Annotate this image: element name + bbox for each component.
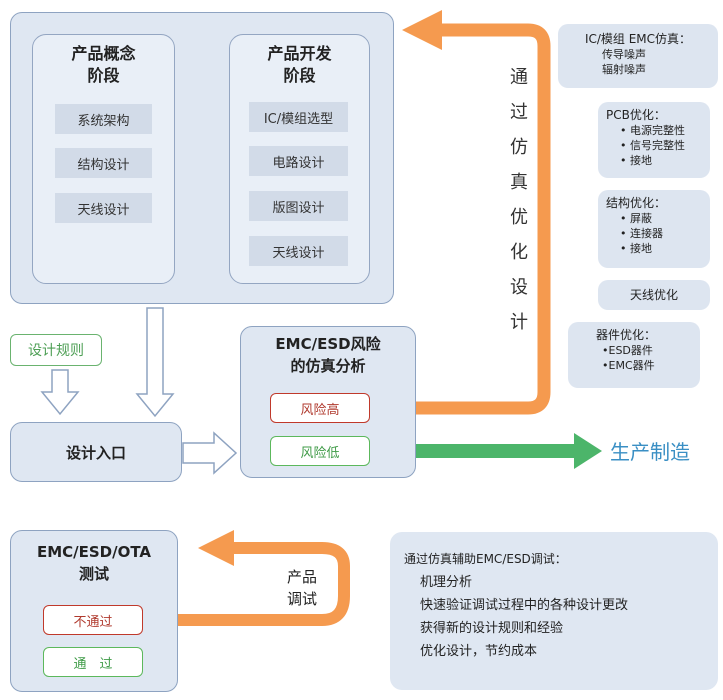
side-box-antenna: 天线优化 [598,280,710,310]
optimize-loop-arrowhead [402,10,442,50]
note-line: 优化设计，节约成本 [420,644,538,659]
debug-note-box: 通过仿真辅助EMC/ESD调试： 机理分析 快速验证调试过程中的各种设计更改 获… [390,532,718,690]
dev-item-antenna: 天线设计 [249,236,348,266]
risk-title-2: 的仿真分析 [290,357,366,375]
concept-item-antenna: 天线设计 [55,193,152,223]
side-box-component: 器件优化： •ESD器件 •EMC器件 [568,322,700,388]
dev-item-ic-selection: IC/模组选型 [249,102,348,132]
dev-item-layout: 版图设计 [249,191,348,221]
design-entry-box: 设计入口 [10,422,182,482]
debug-loop-arrow [148,542,350,626]
note-line: 机理分析 [420,575,473,590]
panel-to-entry-arrow [135,307,175,418]
simulation-optimize-label: 通 过 仿 真 优 化 设 计 [510,67,528,333]
side-box-ic-emc: IC/模组 EMC仿真： 传导噪声 辐射噪声 [558,24,718,88]
note-header: 通过仿真辅助EMC/ESD调试： [404,552,567,566]
concept-title-1: 产品概念 [71,44,136,63]
note-line: 快速验证调试过程中的各种设计更改 [420,598,629,613]
risk-title-1: EMC/ESD风险 [275,335,381,353]
dev-item-circuit: 电路设计 [249,146,348,176]
test-fail-badge: 不通过 [43,605,143,635]
optimize-loop-arrow [370,23,551,415]
concept-title-2: 阶段 [87,66,120,85]
design-rules-box: 设计规则 [10,334,102,366]
production-arrowhead [574,433,602,469]
concept-item-architecture: 系统架构 [55,104,152,134]
production-label: 生产制造 [610,440,690,464]
side-box-structure: 结构优化： • 屏蔽 • 连接器 • 接地 [598,190,710,268]
risk-high-badge: 风险高 [270,393,370,423]
test-title-1: EMC/ESD/OTA [36,543,152,561]
concept-item-structure: 结构设计 [55,148,152,178]
note-line: 获得新的设计规则和经验 [420,621,564,636]
debug-loop-arrowhead [198,530,234,566]
side-box-pcb: PCB优化： • 电源完整性 • 信号完整性 • 接地 [598,102,710,178]
rules-to-entry-arrow [40,369,80,416]
test-title-2: 测试 [78,565,109,583]
entry-to-risk-arrow [182,431,238,475]
risk-low-badge: 风险低 [270,436,370,466]
product-debug-label: 产品 调试 [286,568,317,608]
dev-title-1: 产品开发 [267,44,332,63]
test-pass-badge: 通 过 [43,647,143,677]
production-arrow-shaft [372,444,578,458]
dev-title-2: 阶段 [283,66,316,85]
